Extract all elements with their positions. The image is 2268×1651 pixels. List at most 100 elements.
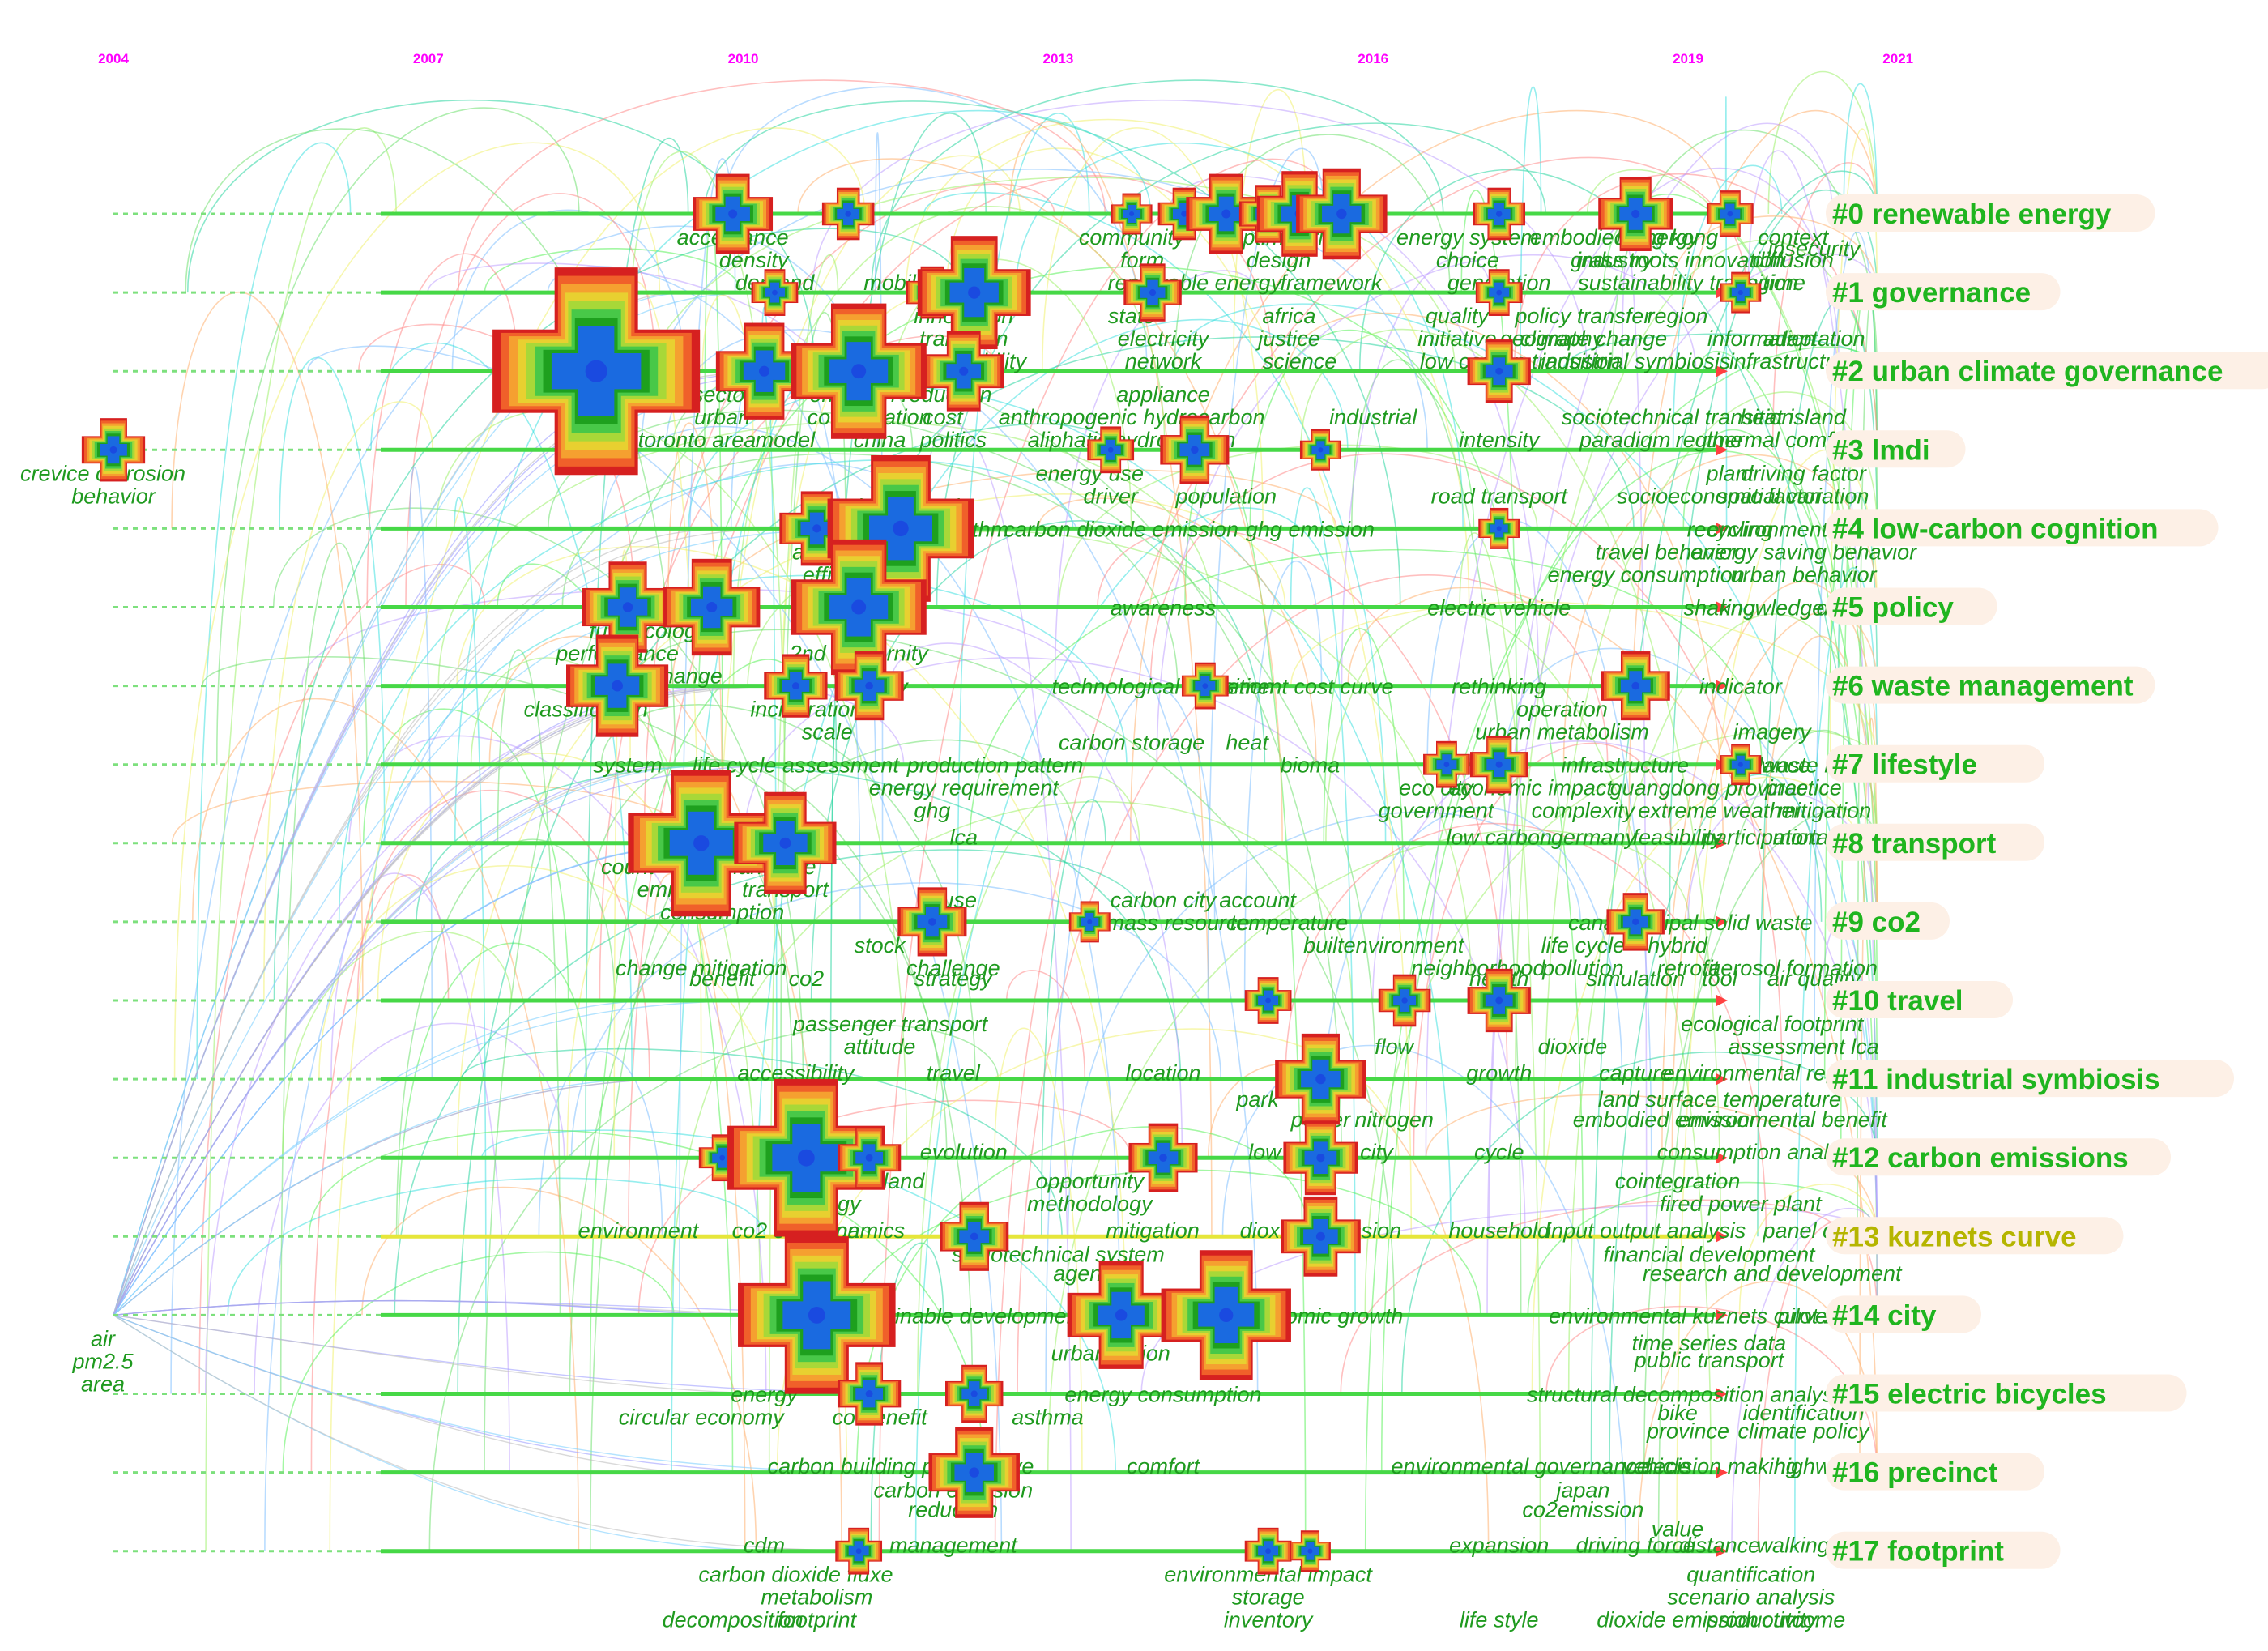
cluster-label-9[interactable]: #9 co2 <box>1832 907 1921 938</box>
citation-arc <box>395 838 616 1237</box>
keyword-burst-node-icon[interactable] <box>928 1427 1020 1518</box>
keyword-label: expansion <box>1449 1533 1549 1557</box>
keyword-burst-node-icon[interactable] <box>566 634 669 737</box>
citation-arc <box>458 79 1106 293</box>
keyword-burst-node-icon[interactable] <box>1281 1196 1361 1277</box>
keyword-burst-node-icon[interactable] <box>1111 193 1153 235</box>
cluster-label-1[interactable]: #1 governance <box>1832 277 2031 309</box>
keyword-label: builtenvironment <box>1303 933 1465 958</box>
citation-arc <box>1637 1281 1878 1551</box>
citation-arc <box>570 882 1221 1158</box>
cluster-label-16[interactable]: #16 precinct <box>1832 1457 1998 1489</box>
keyword-burst-node-icon[interactable] <box>791 303 927 439</box>
keyword-burst-node-icon[interactable] <box>1475 269 1523 316</box>
cluster-label-7[interactable]: #7 lifestyle <box>1832 749 1977 781</box>
keyword-label: vehicle <box>1622 1454 1690 1478</box>
cluster-label-10[interactable]: #10 travel <box>1832 985 1963 1017</box>
keyword-burst-node-icon[interactable] <box>1068 901 1111 943</box>
keyword-burst-node-icon[interactable] <box>1283 1120 1358 1196</box>
cluster-label-5[interactable]: #5 policy <box>1832 592 1954 624</box>
keyword-burst-node-icon[interactable] <box>1161 1250 1291 1380</box>
keyword-label: distance <box>1679 1533 1761 1557</box>
keyword-burst-node-icon[interactable] <box>1598 177 1673 251</box>
keyword-burst-node-icon[interactable] <box>1299 429 1341 471</box>
cluster-label-17[interactable]: #17 footprint <box>1832 1536 2004 1568</box>
keyword-burst-node-icon[interactable] <box>1720 744 1762 786</box>
cluster-label-8[interactable]: #8 transport <box>1832 828 1997 860</box>
citation-arc <box>338 459 1074 922</box>
timeline-end-arrow-icon <box>1716 365 1728 378</box>
keyword-burst-node-icon[interactable] <box>1478 507 1520 549</box>
keyword-burst-node-icon[interactable] <box>1606 893 1665 951</box>
keyword-burst-node-icon[interactable] <box>1123 263 1182 322</box>
citation-arc <box>1290 487 1356 1316</box>
citation-arc <box>348 735 767 1394</box>
keyword-burst-node-icon[interactable] <box>837 1126 902 1190</box>
keyword-burst-node-icon[interactable] <box>917 236 1031 350</box>
keyword-burst-node-icon[interactable] <box>923 331 1004 412</box>
keyword-burst-node-icon[interactable] <box>727 1078 885 1237</box>
citation-arc <box>173 142 661 1080</box>
keyword-burst-node-icon[interactable] <box>1601 651 1670 721</box>
keyword-label: paradigm <box>1579 428 1671 452</box>
keyword-burst-node-icon[interactable] <box>81 418 146 482</box>
keyword-burst-node-icon[interactable] <box>663 558 761 656</box>
cluster-label-3[interactable]: #3 lmdi <box>1832 434 1930 466</box>
cluster-label-12[interactable]: #12 carbon emissions <box>1832 1142 2129 1174</box>
keyword-burst-node-icon[interactable] <box>1128 1123 1198 1192</box>
keyword-burst-node-icon[interactable] <box>1289 1530 1331 1572</box>
cluster-label-13[interactable]: #13 kuznets curve <box>1832 1221 2077 1252</box>
citation-arc <box>1843 83 1878 215</box>
keyword-label: sociotechnical transition <box>1562 405 1794 429</box>
keyword-label: road transport <box>1431 484 1569 508</box>
keyword-burst-node-icon[interactable] <box>1473 187 1526 241</box>
keyword-burst-node-icon[interactable] <box>693 173 774 254</box>
keyword-burst-node-icon[interactable] <box>1467 339 1531 403</box>
keyword-burst-node-icon[interactable] <box>791 539 927 676</box>
cluster-label-0[interactable]: #0 renewable energy <box>1832 198 2112 230</box>
keyword-label: carbon dioxide emission <box>1004 517 1238 541</box>
keyword-burst-node-icon[interactable] <box>821 187 875 241</box>
citation-arc <box>1767 70 1878 215</box>
keyword-burst-node-icon[interactable] <box>897 887 967 957</box>
keyword-label: benefit <box>689 966 757 991</box>
keyword-burst-node-icon[interactable] <box>1720 271 1762 314</box>
keyword-burst-node-icon[interactable] <box>751 269 799 316</box>
keyword-burst-node-icon[interactable] <box>1275 1033 1366 1125</box>
keyword-burst-node-icon[interactable] <box>764 654 828 718</box>
keyword-burst-node-icon[interactable] <box>837 1362 902 1426</box>
keyword-burst-node-icon[interactable] <box>1244 1527 1292 1575</box>
keyword-burst-node-icon[interactable] <box>734 791 837 894</box>
keyword-burst-node-icon[interactable] <box>628 770 775 917</box>
keyword-label: public transport <box>1634 1348 1785 1372</box>
timeline-end-arrow-icon <box>1716 1545 1728 1557</box>
keyword-burst-node-icon[interactable] <box>940 1201 1009 1271</box>
keyword-label: anthropogenic hydrocarbon <box>999 405 1265 429</box>
keyword-burst-node-icon[interactable] <box>1378 974 1431 1027</box>
cluster-label-14[interactable]: #14 city <box>1832 1299 1937 1331</box>
citation-arc <box>870 79 1444 293</box>
keyword-burst-node-icon[interactable] <box>1087 426 1135 474</box>
keyword-burst-node-icon[interactable] <box>1244 977 1292 1024</box>
cluster-label-6[interactable]: #6 waste management <box>1832 671 2134 702</box>
cluster-label-2[interactable]: #2 urban climate governance <box>1832 356 2223 387</box>
keyword-burst-node-icon[interactable] <box>492 267 701 476</box>
keyword-burst-node-icon[interactable] <box>834 651 904 721</box>
cluster-label-11[interactable]: #11 industrial symbiosis <box>1832 1064 2160 1095</box>
citation-arc <box>454 497 487 1316</box>
keyword-burst-node-icon[interactable] <box>1470 735 1528 794</box>
keyword-burst-node-icon[interactable] <box>835 1527 883 1575</box>
keyword-burst-node-icon[interactable] <box>945 1364 1004 1423</box>
keyword-burst-node-icon[interactable] <box>1706 190 1754 237</box>
keyword-label: imagery <box>1733 720 1813 744</box>
keyword-label: indicator <box>1699 675 1783 699</box>
cluster-label-4[interactable]: #4 low-carbon cognition <box>1832 513 2159 544</box>
cluster-label-15[interactable]: #15 electric bicycles <box>1832 1379 2107 1410</box>
keyword-burst-node-icon[interactable] <box>738 1236 896 1394</box>
keyword-burst-node-icon[interactable] <box>1160 415 1230 484</box>
keyword-burst-node-icon[interactable] <box>1467 968 1531 1033</box>
keyword-burst-node-icon[interactable] <box>1067 1261 1175 1369</box>
keyword-burst-node-icon[interactable] <box>1423 740 1470 788</box>
keyword-burst-node-icon[interactable] <box>1296 168 1388 260</box>
keyword-burst-node-icon[interactable] <box>1181 662 1229 710</box>
